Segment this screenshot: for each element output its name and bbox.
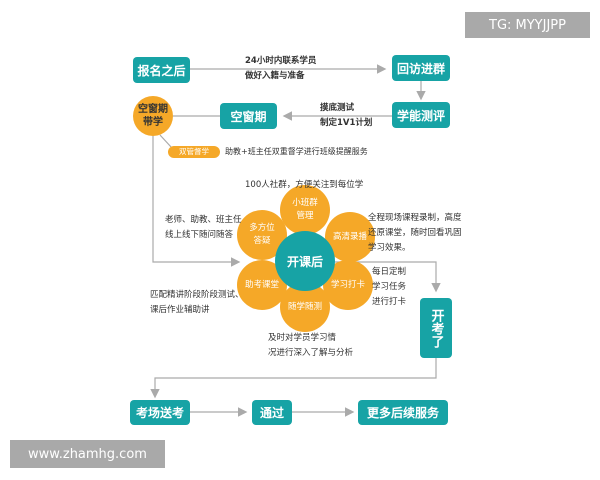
desc-qa: 老师、助教、班主任线上线下随问随答 — [165, 213, 242, 243]
desc-line: 全程现场课程录制，高度 — [368, 213, 462, 223]
desc-line: 匹配精讲阶段阶段测试、 — [150, 290, 244, 300]
label-line: 摸底测试 — [320, 103, 355, 113]
label-line: 制定1V1计划 — [320, 118, 373, 128]
desc-hd-recording: 全程现场课程录制，高度还原课堂，随时回看巩固学习效果。 — [368, 211, 462, 256]
desc-line: 学习任务 — [372, 282, 407, 292]
node-exam: 开考了 — [420, 298, 452, 358]
desc-small-class: 100人社群，方便关注到每位学 — [245, 178, 363, 193]
desc-line: 每日定制 — [372, 267, 407, 277]
desc-test: 及时对学员学习情况进行深入了解与分析 — [268, 331, 353, 361]
desc-checkin: 每日定制学习任务进行打卡 — [372, 265, 406, 310]
watermark-bottom: www.zhamhg.com — [10, 440, 165, 468]
node-after-class: 开课后 — [275, 231, 335, 291]
label-line: 做好入籍与准备 — [245, 71, 305, 81]
petal-exam-class: 助考课堂 — [237, 260, 287, 310]
desc-line: 还原课堂，随时回看巩固 — [368, 228, 462, 238]
desc-line: 线上线下随问随答 — [165, 230, 234, 240]
petal-qa: 多方位答疑 — [237, 210, 287, 260]
node-revisit: 回访进群 — [392, 55, 450, 81]
label-line: 24小时内联系学员 — [245, 56, 317, 66]
node-pass: 通过 — [252, 400, 292, 425]
node-signup: 报名之后 — [133, 57, 190, 83]
edge-label-assess-gap: 摸底测试制定1V1计划 — [320, 101, 372, 131]
desc-line: 进行打卡 — [372, 297, 407, 307]
node-gap-study: 空窗期带学 — [133, 96, 173, 136]
desc-line: 学习效果。 — [368, 243, 411, 253]
petal-checkin: 学习打卡 — [323, 260, 373, 310]
node-gap: 空窗期 — [220, 103, 277, 129]
node-assess: 学能测评 — [392, 102, 450, 128]
node-more: 更多后续服务 — [358, 400, 448, 425]
desc-line: 况进行深入了解与分析 — [268, 348, 354, 358]
desc-exam-class: 匹配精讲阶段阶段测试、课后作业辅助讲 — [150, 288, 244, 318]
desc-line: 老师、助教、班主任 — [165, 215, 242, 225]
desc-line: 课后作业辅助讲 — [150, 305, 210, 315]
desc-line: 及时对学员学习情 — [268, 333, 337, 343]
edge-label-signup-revisit: 24小时内联系学员做好入籍与准备 — [245, 54, 316, 84]
node-escort: 考场送考 — [130, 400, 190, 425]
dual-supervise-text: 助教+班主任双重督学进行班级提醒服务 — [225, 147, 368, 156]
watermark-top: TG: MYYJJPP — [465, 12, 590, 38]
petal-small-class: 小班群管理 — [280, 185, 330, 235]
dual-supervise-tag: 双管督学 — [168, 146, 220, 158]
desc-line: 100人社群，方便关注到每位学 — [245, 180, 364, 190]
